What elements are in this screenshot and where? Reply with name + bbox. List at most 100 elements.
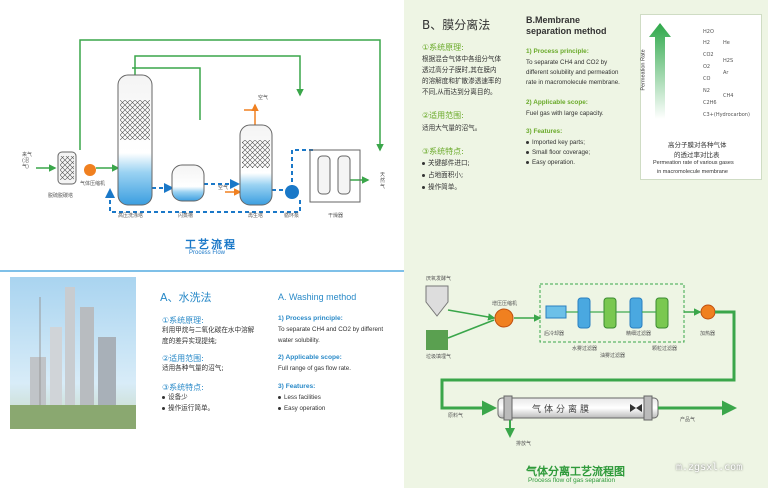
plant-photo xyxy=(10,277,136,429)
label-product: 天然气 xyxy=(380,172,386,190)
washing-scope-heading-cn: ②适用范围: xyxy=(162,354,204,363)
membrane-feature-en: Easy operation. xyxy=(526,158,575,168)
label-air-in: 空气 xyxy=(218,185,229,191)
label-desulfurizer: 脱硫脱碳塔 xyxy=(48,193,74,199)
washing-principle-en-line: water solubility. xyxy=(278,337,320,344)
washing-features-heading-en: 3) Features: xyxy=(278,383,316,390)
compressor-symbol xyxy=(84,164,96,176)
label-oil-filter: 油雾过滤器 xyxy=(600,353,626,359)
label-flash-tank: 闪蒸槽 xyxy=(178,213,194,219)
gas-label: C3+(Hydrocarbon) xyxy=(703,112,750,118)
permeation-caption-cn-2: 的透过率对比表 xyxy=(674,151,720,159)
washing-scope-en: Full range of gas flow rate. xyxy=(278,365,351,372)
process-flow-section: 来气(沼气) 脱硫脱碳塔 气体压缩机 高压洗涤塔 闪蒸槽 再生塔 空气 空气 循… xyxy=(0,0,404,270)
permeation-rate-box: Permeation Rate H2O H2 CO2 O2 CO N2 C2H6… xyxy=(640,14,762,180)
membrane-principle-en-line: To separate CH4 and CO2 by xyxy=(526,59,608,66)
label-product-gas: 产品气 xyxy=(680,417,696,423)
label-cooler: 后冷却器 xyxy=(544,331,565,337)
washing-principle-line: 利用甲烷与二氧化碳在水中溶解 xyxy=(162,326,255,334)
flash-tank xyxy=(171,164,205,202)
label-feed-gas: 原料气 xyxy=(448,413,464,419)
watermark: m.zgsxl.com xyxy=(676,462,743,473)
label-membrane: 气体分离膜 xyxy=(532,405,593,415)
permeation-caption-en-2: in macromolecule membrane xyxy=(657,169,728,175)
gas-label: H2S xyxy=(723,58,734,64)
washing-scope-heading-en: 2) Applicable scope: xyxy=(278,354,342,361)
label-circ-pump: 循环泵 xyxy=(284,213,300,219)
gas-label: CH4 xyxy=(723,93,734,99)
washing-principle-line: 度的差异实现提纯; xyxy=(162,337,217,345)
pump-symbol xyxy=(285,185,299,199)
membrane-principle-heading-en: 1) Process principle: xyxy=(526,48,589,55)
process-flow-subtitle: Process Flow xyxy=(189,250,226,256)
label-washing-tower: 高压洗涤塔 xyxy=(118,213,144,219)
label-inlet-gas: 来气(沼气) xyxy=(22,152,33,170)
membrane-feature-item: 占地面积小; xyxy=(422,170,463,181)
membrane-feature-item: 关键部件进口; xyxy=(422,158,470,169)
membrane-scope-heading-cn: ②适用范围: xyxy=(422,111,464,120)
membrane-principle-en-line: different solubility and permeation xyxy=(526,69,619,76)
gas-label: O2 xyxy=(703,64,711,70)
washing-principle-heading-cn: ①系统原理: xyxy=(162,316,204,325)
membrane-principle-line: 的溶解度和扩散渗透速率的 xyxy=(422,77,502,85)
process-flow-diagram xyxy=(36,39,384,213)
washing-scope-cn: 适用各种气量的沼气; xyxy=(162,364,224,372)
label-water-filter: 水雾过滤器 xyxy=(572,346,598,352)
label-fine-filter: 精细过滤器 xyxy=(626,331,652,337)
washing-feature-item: 操作运行简单。 xyxy=(162,403,214,414)
membrane-principle-line: 透过高分子膜时,其在膜内 xyxy=(422,66,497,74)
membrane-scope-en: Fuel gas with large capacity. xyxy=(526,110,604,117)
label-air-out: 空气 xyxy=(258,95,269,101)
gas-label: C2H6 xyxy=(703,100,717,106)
washing-feature-en: Less facilities xyxy=(278,393,321,403)
gas-label: H2O xyxy=(703,29,714,35)
washing-title-cn: A、水洗法 xyxy=(160,291,212,304)
gas-label: He xyxy=(723,40,730,46)
label-regenerator: 再生塔 xyxy=(248,213,264,219)
label-permeate: 排放气 xyxy=(516,441,532,447)
label-compressor: 气体压缩机 xyxy=(80,181,106,187)
washing-principle-en-line: To separate CH4 and CO2 by different xyxy=(278,326,384,333)
gas-flow-subtitle: Process flow of gas separation xyxy=(528,477,616,484)
label-dryer: 干燥器 xyxy=(328,213,344,219)
gas-label: CO2 xyxy=(703,52,714,58)
permeation-axis-label: Permeation Rate xyxy=(640,49,647,91)
membrane-section: B、膜分离法 B.Membrane separation method ①系统原… xyxy=(404,0,768,488)
permeation-arrow-icon xyxy=(649,23,671,119)
gas-label: CO xyxy=(703,76,711,82)
gas-label: N2 xyxy=(703,88,710,94)
membrane-principle-line: 不同,从而达到分离目的。 xyxy=(422,88,497,96)
membrane-features-heading-en: 3) Features: xyxy=(526,128,563,135)
label-compressor-2: 增压压缩机 xyxy=(492,301,518,307)
membrane-title-cn: B、膜分离法 xyxy=(422,18,491,32)
membrane-features-heading-cn: ③系统特点: xyxy=(422,147,464,156)
gas-label: Ar xyxy=(723,70,729,76)
permeation-caption-cn-1: 高分子膜对各种气体 xyxy=(668,141,727,149)
washing-method-panel: A、水洗法 A. Washing method ①系统原理: 利用甲烷与二氧化碳… xyxy=(150,279,400,429)
section-divider xyxy=(0,270,404,272)
gas-label: H2 xyxy=(703,40,710,46)
membrane-feature-en: Imported key parts; xyxy=(526,138,585,148)
washing-features-heading-cn: ③系统特点: xyxy=(162,383,204,392)
washing-principle-heading-en: 1) Process principle: xyxy=(278,315,343,322)
membrane-principle-heading-cn: ①系统原理: xyxy=(422,43,464,52)
process-flow-title: 工艺流程 xyxy=(185,238,237,251)
membrane-title-en-1: B.Membrane xyxy=(526,15,581,25)
label-heater: 加热器 xyxy=(700,331,716,337)
washing-feature-item: 设备少 xyxy=(162,392,188,403)
permeation-caption-en-1: Permeation rate of various gases xyxy=(653,160,734,166)
washing-feature-en: Easy operation xyxy=(278,404,325,414)
label-landfill: 垃圾填埋气 xyxy=(426,354,452,360)
gas-flow-title: 气体分离工艺流程图 xyxy=(526,465,625,478)
membrane-feature-en: Small floor coverage; xyxy=(526,148,590,158)
membrane-scope-cn: 适用大气量的沼气。 xyxy=(422,124,482,132)
label-gas-source: 厌氧发酵气 xyxy=(426,276,452,282)
membrane-feature-item: 操作简单。 xyxy=(422,182,461,193)
membrane-scope-heading-en: 2) Applicable scope: xyxy=(526,99,588,106)
membrane-title-en-2: separation method xyxy=(526,26,607,36)
gas-separation-diagram xyxy=(425,283,737,438)
membrane-principle-line: 根据混合气体中各组分气体 xyxy=(422,55,502,63)
washing-title-en: A. Washing method xyxy=(278,292,357,302)
label-carbon-filter: 颗粒过滤器 xyxy=(652,346,678,352)
dryer-box xyxy=(309,149,361,203)
